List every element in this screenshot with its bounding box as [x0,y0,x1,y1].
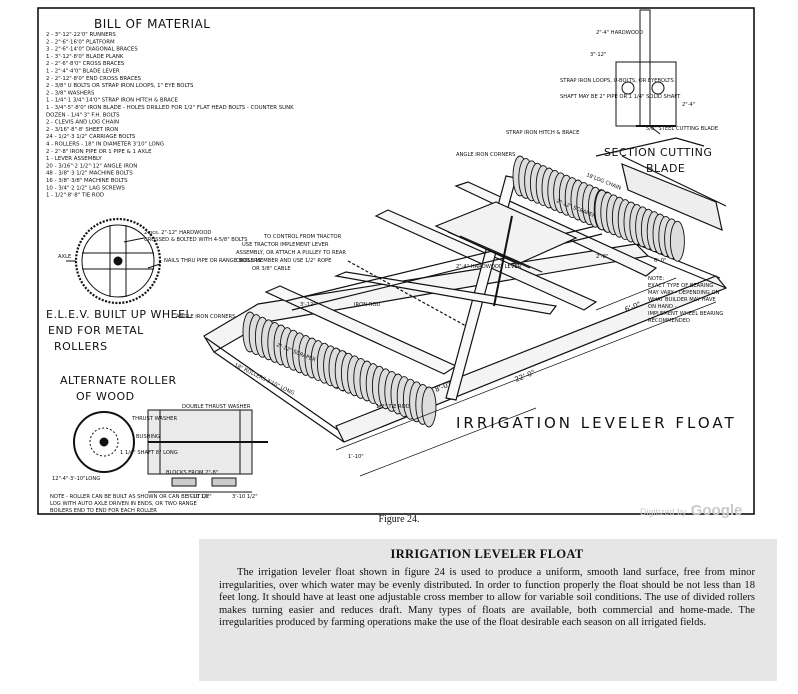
section-label-shaft: SHAFT MAY BE 2" PIPE OR 1 1/4" SOLID SHA… [560,94,681,100]
bill-item: 2 - 2"·8" IRON PIPE OR 1 PIPE & 1 AXLE [46,149,152,155]
wheel-note-3: NAILS THRU PIPE OR RANGE BOILERS [164,258,261,264]
alt-roller-drawing [73,409,268,493]
tractor-note-3: ASSEMBLY, OR ATTACH A PULLEY TO REAR [236,250,346,256]
article-box: IRRIGATION LEVELER FLOAT The irrigation … [199,539,777,681]
roller-disc [669,220,685,262]
tractor-note-5: OR 3/8" CABLE [252,266,291,272]
bearing-note-7: RECOMMENDED [648,318,690,324]
section-label-loops: STRAP IRON LOOPS, U-BOLTS, OR EYEBOLTS [560,78,674,84]
dim-front: 3'-12" [300,302,316,308]
main-title: IRRIGATION LEVELER FLOAT [456,414,737,432]
article-heading: IRRIGATION LEVELER FLOAT [390,547,584,561]
wheel-title-2: END FOR METAL [48,324,144,337]
bill-item: 1 - 1/2"·8'·8" TIE ROD [46,193,104,199]
section-label-dim: 2"·4" [682,102,695,108]
section-label-blade: 5/8" STEEL CUTTING BLADE [646,126,718,132]
bill-item: 1 - 3/4"·5"·8'0" IRON BLADE - HOLES DRIL… [46,105,294,111]
section-label-hardwood: 2"·4" HARDWOOD [596,30,643,36]
bill-title: BILL OF MATERIAL [94,17,210,31]
axle-label: AXLE [58,254,71,260]
iron-rod-label: IRON ROD [354,302,380,308]
front-rollers [242,311,437,428]
alt-label-thrust-washer: THRUST WASHER [131,416,177,422]
bill-item: 2 - 3"·12"·22'0" RUNNERS [46,32,116,38]
bill-item: 2 - 2"·6"·16'0" PLATFORM [46,39,115,45]
watermark-prefix: Digitized by [640,507,687,517]
drawing-svg: BILL OF MATERIAL 2 - 3"·12"·22'0" RUNNER… [37,7,755,515]
bill-item: 2 - CLEVIS AND LOG CHAIN [46,120,119,126]
dim-back-2: 6'-0" [654,258,666,264]
lever-label: 2"·4" HARDWOOD LEVER [456,264,522,270]
section-label-plank: 3"·12" [590,52,606,58]
dim-back: 2'-8" [596,254,608,260]
section-title-2: BLADE [646,162,685,175]
bill-item: 4 - ROLLERS - 18" IN DIAMETER 3'10" LONG [46,142,164,148]
alt-label-blocks: BLOCKS FROM 2"·8" [166,470,218,476]
roller-note-1: NOTE - ROLLER CAN BE BUILT AS SHOWN OR C… [50,494,209,500]
bearing-note-4: WHAT BUILDER MAY HAVE [648,297,716,303]
bill-item: 1 - LEVER ASSEMBLY [46,156,102,162]
roller-note-3: BOILERS END TO END FOR EACH ROLLER [50,508,157,514]
section-blade-drawing [615,9,677,135]
dim-end: 1'-10" [348,454,364,460]
bearing-note-2: EXACT TYPE OF BEARING [648,283,713,289]
section-title-1: SECTION CUTTING [604,146,712,159]
angle-label-top: ANGLE IRON CORNERS [456,152,515,158]
bearing-note-5: ON HAND - [648,304,677,310]
drawing-border [37,7,755,515]
alt-label-double-washer: DOUBLE THRUST WASHER [182,404,251,410]
wheel-title-3: ROLLERS [54,340,108,353]
bill-item: 2 - 3/16"·8"·8' SHEET IRON [46,127,118,133]
wheel-end-drawing [66,217,162,305]
bill-item: DOZEN - 1/4"·3" F.H. BOLTS [46,112,120,118]
bill-item: 1 - 2"·4"·4'0" BLADE LEVER [46,69,120,75]
roller-disc [421,386,437,428]
wheel-note-1: 2 pcs. 2"·12" HARDWOOD [144,230,211,236]
bill-item: 3 - 2"·6"·14'0" DIAGONAL BRACES [46,47,138,53]
alt-roller-title-2: OF WOOD [76,390,135,403]
bill-item: 16 - 3/8"·3/8" MACHINE BOLTS [46,178,128,184]
angle-label-left: ANGLE IRON CORNERS [176,314,235,320]
bill-item: 20 - 3/16"·2 1/2"·12" ANGLE IRON [46,163,137,169]
tractor-note-1: TO CONTROL FROM TRACTOR [263,234,342,240]
watermark-brand: Google [690,502,743,519]
alt-label-dim-1: 3'-10 1/2" [186,494,212,500]
bill-item: 2 - 2"·6"·8'0" CROSS BRACES [46,61,125,67]
bill-item: 48 - 3/8"·3 1/2" MACHINE BOLTS [46,171,133,177]
bill-item: 2 - 2"·12"·8'0" END CROSS BRACES [46,76,142,82]
figure-caption: Figure 24. [378,514,420,525]
float-frame [203,137,727,443]
tractor-note-2: USE TRACTOR IMPLEMENT LEVER [242,242,329,248]
tie-rod-label: 1/2" TIE ROD [376,404,410,410]
bearing-note-1: NOTE: [648,276,664,282]
roller-note-2: LOG WITH AUTO AXLE DRIVEN IN ENDS, OR TW… [50,501,197,507]
bill-item: 1 - 3"·12"·8'0" BLADE PLANK [46,54,124,60]
tractor-note-4: CROSS MEMBER AND USE 1/2" ROPE [236,258,331,264]
wheel-note-2: CROSSED & BOLTED WITH 4-5/8" BOLTS [144,237,247,243]
alt-label-size: 12"·4"·3'-10"LONG [52,476,100,482]
strap-label: STRAP IRON HITCH & BRACE [506,130,579,136]
bill-item: 10 - 3/4"·2 1/2" LAG SCREWS [46,185,125,191]
watermark: Digitized by Google [640,502,742,519]
alt-label-shaft: 1 1/4" SHAFT 8" LONG [120,450,178,456]
bill-item: 24 - 1/2"·3 1/2" CARRIAGE BOLTS [46,134,136,140]
dimensions [335,277,717,477]
engineering-drawing: BILL OF MATERIAL 2 - 3"·12"·22'0" RUNNER… [36,6,756,516]
alt-label-dim-2: 3'-10 1/2" [232,494,258,500]
alt-roller-title-1: ALTERNATE ROLLER [60,374,177,387]
bill-item: 1 - 1/4"·1 3/4"·14'0" STRAP IRON HITCH &… [46,98,179,104]
article-body: The irrigation leveler float shown in fi… [219,567,755,629]
bearing-note-3: MAY VARY - DEPENDING ON [648,290,720,296]
bill-item: 2 - 3/8" WASHERS [46,90,95,96]
bill-item: 2 - 3/8" U BOLTS OR STRAP IRON LOOPS, 1"… [46,83,194,89]
back-rollers [512,155,685,262]
alt-label-bushing: BUSHING [136,434,160,440]
wheel-title-1: E.L.E.V. BUILT UP WHEEL [46,308,193,321]
